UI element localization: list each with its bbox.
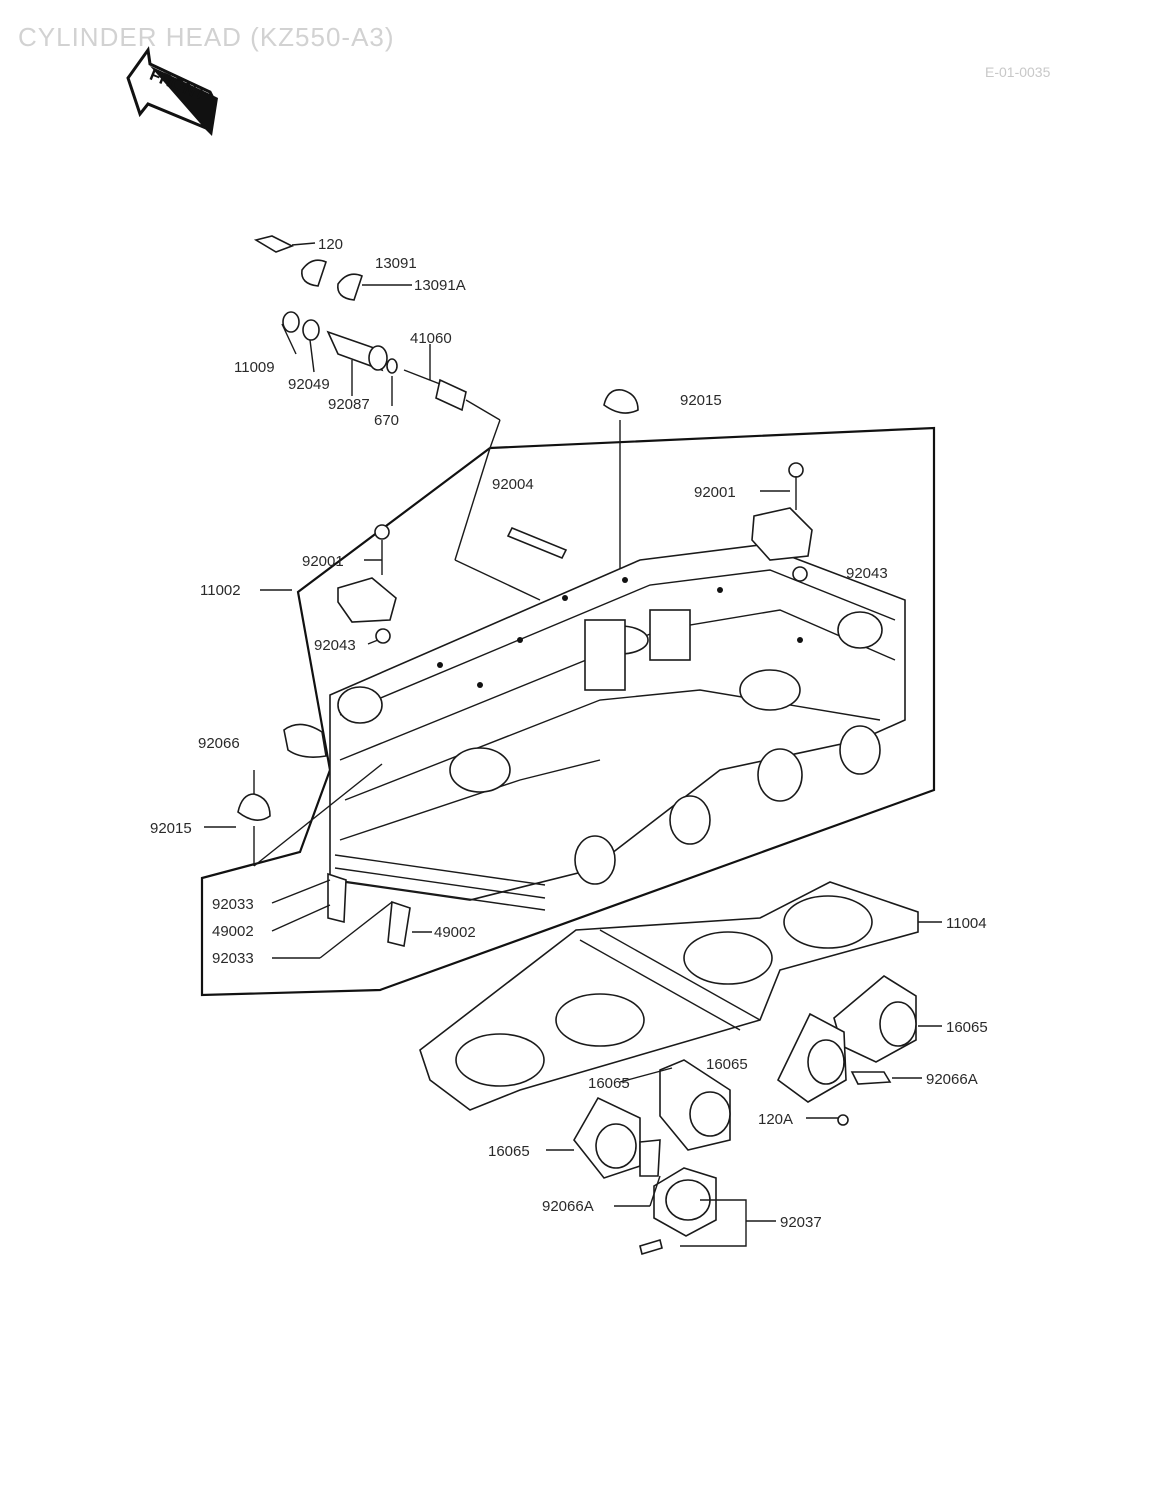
- callout-92033-b: 92033: [212, 950, 254, 967]
- intake-holders: [573, 975, 917, 1256]
- leader-lines: [204, 323, 942, 1247]
- callout-92066a-bottom: 92066A: [542, 1198, 594, 1215]
- callout-92043-left: 92043: [314, 637, 356, 654]
- callout-16065-d: 16065: [488, 1143, 530, 1160]
- cylinder-head-body: [329, 544, 906, 911]
- callout-11002: 11002: [200, 582, 241, 599]
- callout-11009: 11009: [234, 359, 275, 376]
- callout-92049: 92049: [288, 376, 330, 393]
- diagram-reference: E-01-0035: [985, 64, 1051, 80]
- callout-41060: 41060: [410, 330, 452, 347]
- callout-670: 670: [374, 412, 399, 429]
- upper-small-parts: [237, 235, 813, 947]
- callout-labels: 120 13091 13091A 11009 92049 92087 670 4…: [150, 236, 988, 1231]
- callout-13091: 13091: [375, 255, 417, 272]
- callout-49002-b: 49002: [434, 924, 476, 941]
- callout-16065-b: 16065: [706, 1056, 748, 1073]
- callout-92004: 92004: [492, 476, 534, 493]
- front-arrow-icon: FRONT: [126, 46, 218, 136]
- callout-92001-left: 92001: [302, 553, 344, 570]
- callout-92001-right: 92001: [694, 484, 736, 501]
- callout-92033-a: 92033: [212, 896, 254, 913]
- diagram-title: CYLINDER HEAD (KZ550-A3): [18, 22, 395, 52]
- callout-49002-a: 49002: [212, 923, 254, 940]
- callout-92015-top: 92015: [680, 392, 722, 409]
- callout-13091a: 13091A: [414, 277, 466, 294]
- callout-120a: 120A: [758, 1111, 793, 1128]
- callout-92066: 92066: [198, 735, 240, 752]
- callout-92015-left: 92015: [150, 820, 192, 837]
- callout-11004: 11004: [946, 915, 987, 932]
- callout-92037: 92037: [780, 1214, 822, 1231]
- head-gasket: [419, 881, 919, 1111]
- callout-16065-c: 16065: [588, 1075, 630, 1092]
- callout-16065-a: 16065: [946, 1019, 988, 1036]
- callout-92066a-right: 92066A: [926, 1071, 978, 1088]
- callout-92087: 92087: [328, 396, 370, 413]
- callout-120: 120: [318, 236, 343, 253]
- callout-92043-right: 92043: [846, 565, 888, 582]
